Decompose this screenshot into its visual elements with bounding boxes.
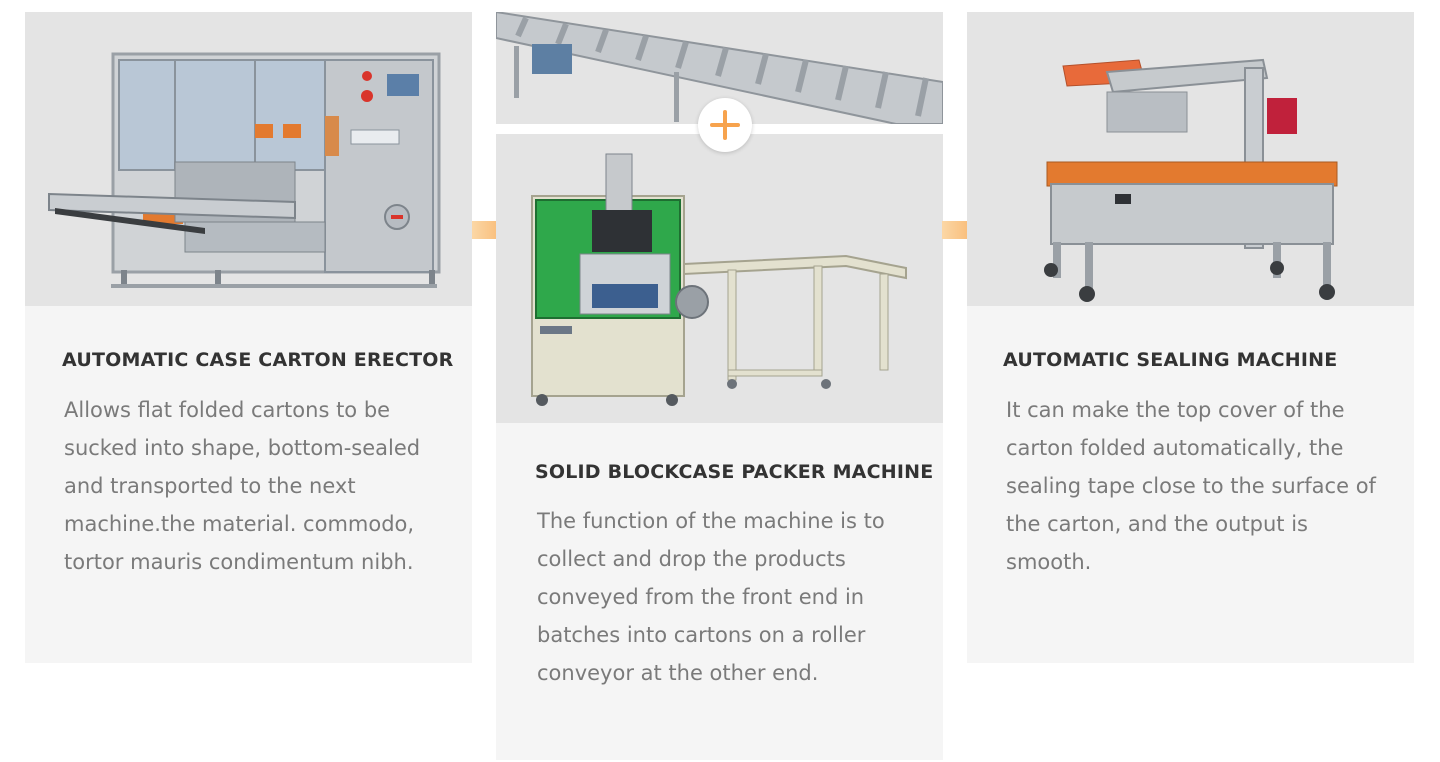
blockcase-packer-image [496, 134, 943, 423]
card-carton-erector: AUTOMATIC CASE CARTON ERECTOR Allows fla… [25, 12, 472, 663]
card-blockcase-packer: SOLID BLOCKCASE PACKER MACHINE The funct… [496, 134, 943, 760]
sealing-machine-description: It can make the top cover of the carton … [1006, 398, 1376, 574]
sealing-machine-illustration [967, 12, 1414, 306]
sealing-machine-title: AUTOMATIC SEALING MACHINE [1003, 349, 1338, 371]
carton-erector-illustration [25, 12, 472, 306]
sealing-machine-image [967, 12, 1414, 306]
blockcase-packer-illustration [496, 134, 943, 423]
plus-icon [698, 98, 752, 152]
card-sealing-machine: AUTOMATIC SEALING MACHINE It can make th… [967, 12, 1414, 663]
carton-erector-image [25, 12, 472, 306]
carton-erector-title: AUTOMATIC CASE CARTON ERECTOR [62, 349, 454, 371]
carton-erector-description: Allows flat folded cartons to be sucked … [64, 398, 421, 574]
blockcase-packer-title: SOLID BLOCKCASE PACKER MACHINE [535, 461, 934, 483]
blockcase-packer-description: The function of the machine is to collec… [537, 509, 885, 685]
